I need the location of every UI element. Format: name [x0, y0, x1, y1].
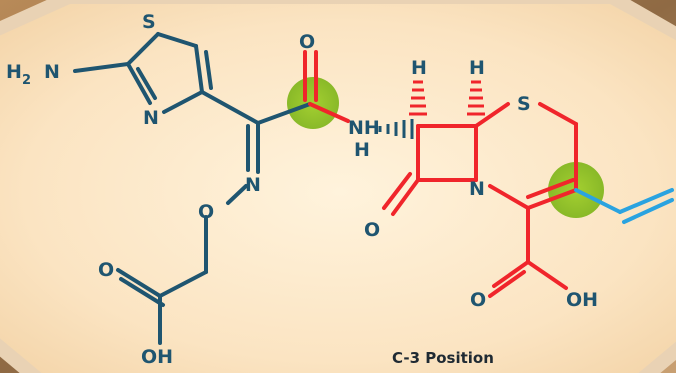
- atom-h2n-n: N: [44, 61, 60, 83]
- atom-o-acid-left: O: [98, 259, 114, 281]
- atom-h-c6: H: [469, 57, 485, 79]
- atom-o-ether: O: [198, 201, 214, 223]
- paper-background: [0, 4, 676, 373]
- atom-o-acid-right: O: [470, 289, 486, 311]
- core-bonds: [382, 102, 578, 298]
- atom-s-thiazole: S: [142, 11, 156, 33]
- amide-carbonyl: [303, 50, 350, 123]
- atom-o-lactam: O: [364, 219, 380, 241]
- atom-n-thiazole: N: [143, 107, 159, 129]
- atom-s-ring: S: [517, 93, 531, 115]
- atom-h2n-h: H: [6, 61, 22, 83]
- caption-c3-position: C-3 Position: [392, 349, 494, 367]
- atom-h-c7: H: [411, 57, 427, 79]
- hashed-bonds-h: [409, 80, 485, 116]
- atom-o-amide: O: [299, 31, 315, 53]
- atom-h2n-subscript: 2: [22, 73, 31, 88]
- atom-nh: NH: [348, 117, 380, 139]
- c3-vinyl-substituent: [574, 188, 674, 224]
- atom-oh-left: OH: [141, 346, 173, 368]
- atom-n-lactam: N: [469, 178, 485, 200]
- atom-n-oxime: N: [245, 174, 261, 196]
- highlight-circle-amide: [287, 77, 339, 129]
- side-chain-bonds: [73, 32, 312, 345]
- atom-oh-right: OH: [566, 289, 598, 311]
- atom-nh-h: H: [354, 139, 370, 161]
- hashed-bond-nh: [378, 119, 414, 139]
